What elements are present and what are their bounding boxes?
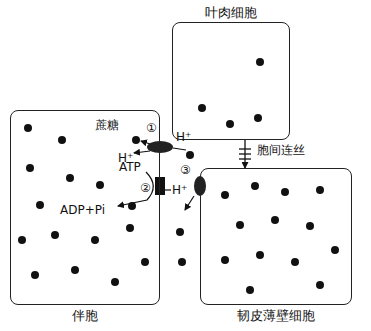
sucrose-dots <box>18 58 339 294</box>
cell-name: 韧皮薄壁细胞 <box>181 307 371 325</box>
molecule-label: ADP+Pi <box>60 203 105 217</box>
ion-label: H⁺ <box>176 130 191 144</box>
cotransporter <box>147 141 173 153</box>
callout-number: ③ <box>180 163 191 177</box>
structure-label: 胞间连丝 <box>257 143 305 157</box>
cell-name: 伴胞 <box>0 307 179 325</box>
transport-arrow <box>244 140 245 168</box>
callout-number: ① <box>146 121 157 135</box>
mesophyll-cell: 叶肉细胞 <box>172 22 290 140</box>
proton-pump <box>155 177 165 195</box>
callout-number: ② <box>140 181 151 195</box>
ion-label: H⁺ <box>172 183 187 197</box>
phloem-parenchyma-cell: 韧皮薄壁细胞 <box>200 168 352 305</box>
cell-name: 叶肉细胞 <box>153 4 309 22</box>
molecule-label: 蔗糖 <box>95 118 119 132</box>
molecule-label: ATP <box>119 160 141 174</box>
